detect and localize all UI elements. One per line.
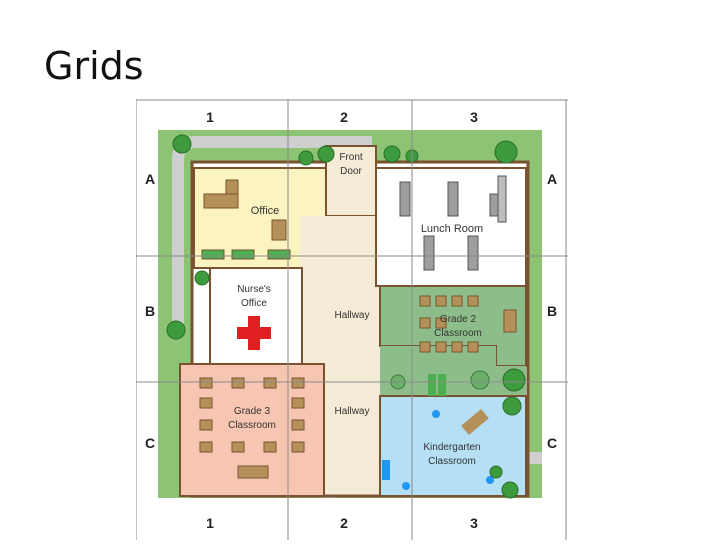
hallway-label-top: Hallway <box>334 310 369 321</box>
kindergarten-label-2: Classroom <box>428 456 476 467</box>
nurse-label-2: Office <box>241 298 267 309</box>
kindergarten-label-1: Kindergarten <box>423 442 480 453</box>
office-furniture <box>201 179 291 260</box>
grade2-label-1: Grade 2 <box>440 314 477 325</box>
col-label-bottom-2: 2 <box>340 515 348 531</box>
lunch-room-label: Lunch Room <box>421 223 483 235</box>
front-door-label-2: Door <box>340 166 362 177</box>
school-map-svg: Front Door Office Lunch Room Nurse's Off… <box>135 99 568 540</box>
nurse-cross-icon <box>237 316 271 350</box>
grade2-label-2: Classroom <box>434 328 482 339</box>
kindergarten-annex <box>380 346 526 396</box>
col-label-bottom-3: 3 <box>470 515 478 531</box>
grade3-desks <box>199 377 305 479</box>
row-label-left-a: A <box>145 171 155 187</box>
grade3-label-2: Classroom <box>228 420 276 431</box>
slide-title: Grids <box>44 44 144 88</box>
row-label-right-c: C <box>547 435 557 451</box>
row-label-left-c: C <box>145 435 155 451</box>
kindergarten-classroom <box>379 395 527 497</box>
grade3-label-1: Grade 3 <box>234 406 271 417</box>
grade2-desks <box>419 295 517 353</box>
lunch-tables <box>399 175 507 271</box>
nurse-label-1: Nurse's <box>237 284 271 295</box>
front-door-label-1: Front <box>339 152 363 163</box>
col-label-bottom-1: 1 <box>206 515 214 531</box>
col-label-top-2: 2 <box>340 109 348 125</box>
office-label: Office <box>251 205 280 217</box>
col-label-top-1: 1 <box>206 109 214 125</box>
front-door-area <box>325 145 377 217</box>
row-label-right-b: B <box>547 303 557 319</box>
school-map: Front Door Office Lunch Room Nurse's Off… <box>135 96 568 540</box>
col-label-top-3: 3 <box>470 109 478 125</box>
grid-lines <box>135 99 568 540</box>
walkway-path-left <box>172 246 184 326</box>
trees <box>166 134 526 499</box>
row-label-left-b: B <box>145 303 155 319</box>
row-label-right-a: A <box>547 171 557 187</box>
hallway-label-bottom: Hallway <box>334 406 369 417</box>
